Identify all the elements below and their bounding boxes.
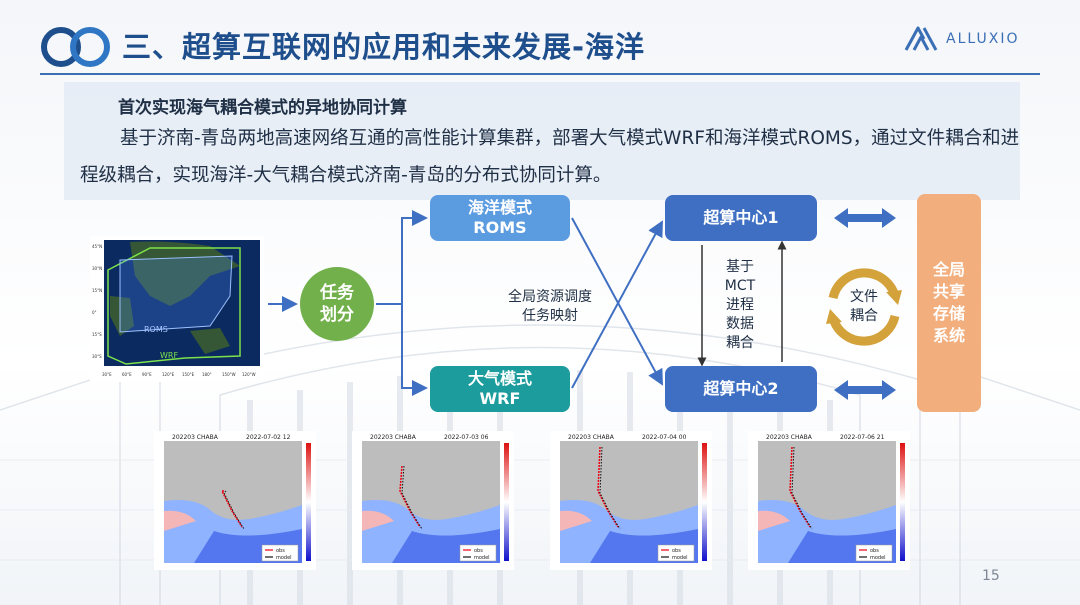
track-time: 2022-07-02 12 — [246, 434, 291, 441]
mct-coupling-label: 基于 MCT 进程 数据 耦合 — [724, 259, 756, 351]
page-number: 15 — [982, 568, 1000, 584]
legend-obs-label: obs — [870, 548, 879, 554]
obs-track-line — [597, 446, 619, 528]
map-lat-label: 0° — [92, 310, 97, 315]
track-title: 202203 CHABA — [766, 434, 813, 441]
supercomputing-center-2-node: 超算中心2 — [665, 366, 817, 412]
brand-name: ALLUXIO — [946, 31, 1020, 47]
map-lon-label: 180° — [202, 372, 212, 377]
map-lon-label: 150°W — [222, 372, 236, 377]
logo-rings-icon — [41, 27, 110, 67]
wrf-model-node: 大气模式 WRF — [430, 366, 570, 412]
model-track-line — [223, 490, 245, 530]
track-map-warm-sea — [362, 510, 394, 531]
legend-model-label: model — [276, 555, 292, 561]
model-domain-map: ROMS WRF 45°N 30°N 15°N 0° 15°S 30°S 30°E 60°E… — [90, 236, 264, 382]
intro-panel — [64, 82, 1020, 200]
track-title: 202203 CHABA — [568, 434, 615, 441]
map-lat-label: 30°N — [92, 266, 102, 271]
supercomputing-center-1-node: 超算中心1 — [665, 195, 817, 241]
map-lon-label: 60°E — [122, 372, 132, 377]
alluxio-mark-icon — [904, 26, 938, 51]
map-lat-label: 45°N — [92, 244, 102, 249]
track-colorbar — [702, 443, 707, 561]
obs-track-line — [789, 446, 811, 528]
roms-map-label: ROMS — [144, 325, 168, 334]
scheduling-label: 全局资源调度 任务映射 — [508, 289, 592, 324]
roms-domain-outline — [119, 255, 233, 333]
map-lon-label: 120°E — [162, 372, 175, 377]
wrf-map-label: WRF — [160, 351, 178, 360]
map-lon-label: 120°W — [242, 372, 256, 377]
file-coupling-label: 文件 耦合 — [850, 289, 878, 324]
track-time: 2022-07-06 21 — [840, 434, 885, 441]
obs-track-line — [399, 465, 421, 528]
brand-logo: ALLUXIO — [904, 24, 1019, 54]
track-colorbar — [900, 443, 905, 561]
title-divider — [40, 73, 1040, 75]
map-land — [110, 241, 240, 354]
wrf-domain-outline — [107, 247, 241, 365]
map-lat-label: 15°S — [92, 332, 102, 337]
map-lat-label: 15°N — [92, 288, 102, 293]
track-colorbar — [504, 443, 509, 561]
global-storage-node: 全局 共享 存储 系统 — [917, 194, 981, 412]
track-title: 202203 CHABA — [172, 434, 219, 441]
model-track-line — [791, 446, 813, 530]
track-title: 202203 CHABA — [370, 434, 417, 441]
intro-heading: 首次实现海气耦合模式的异地协同计算 — [118, 98, 407, 118]
page-title: 三、超算互联网的应用和未来发展-海洋 — [122, 30, 646, 64]
map-lon-label: 30°E — [102, 372, 112, 377]
track-map-warm-sea — [758, 510, 790, 531]
map-lon-label: 90°E — [142, 372, 152, 377]
model-track-line — [599, 446, 621, 530]
map-lat-label: 30°S — [92, 354, 102, 359]
legend-obs-label: obs — [672, 548, 681, 554]
track-map-warm-sea — [560, 510, 592, 531]
intro-body: 基于济南-青岛两地高速网络互通的高性能计算集群，部署大气模式WRF和海洋模式RO… — [80, 128, 1020, 186]
legend-model-label: model — [870, 555, 886, 561]
legend-obs-label: obs — [474, 548, 483, 554]
track-colorbar — [306, 443, 311, 561]
task-partition-node: 任务 划分 — [300, 267, 374, 341]
track-time: 2022-07-03 06 — [444, 434, 489, 441]
legend-obs-label: obs — [276, 548, 285, 554]
map-lon-label: 150°E — [182, 372, 195, 377]
legend-model-label: model — [474, 555, 490, 561]
obs-track-line — [220, 490, 243, 528]
roms-model-node: 海洋模式 ROMS — [430, 195, 570, 241]
legend-model-label: model — [672, 555, 688, 561]
track-time: 2022-07-04 00 — [642, 434, 687, 441]
track-map-warm-sea — [164, 510, 196, 531]
